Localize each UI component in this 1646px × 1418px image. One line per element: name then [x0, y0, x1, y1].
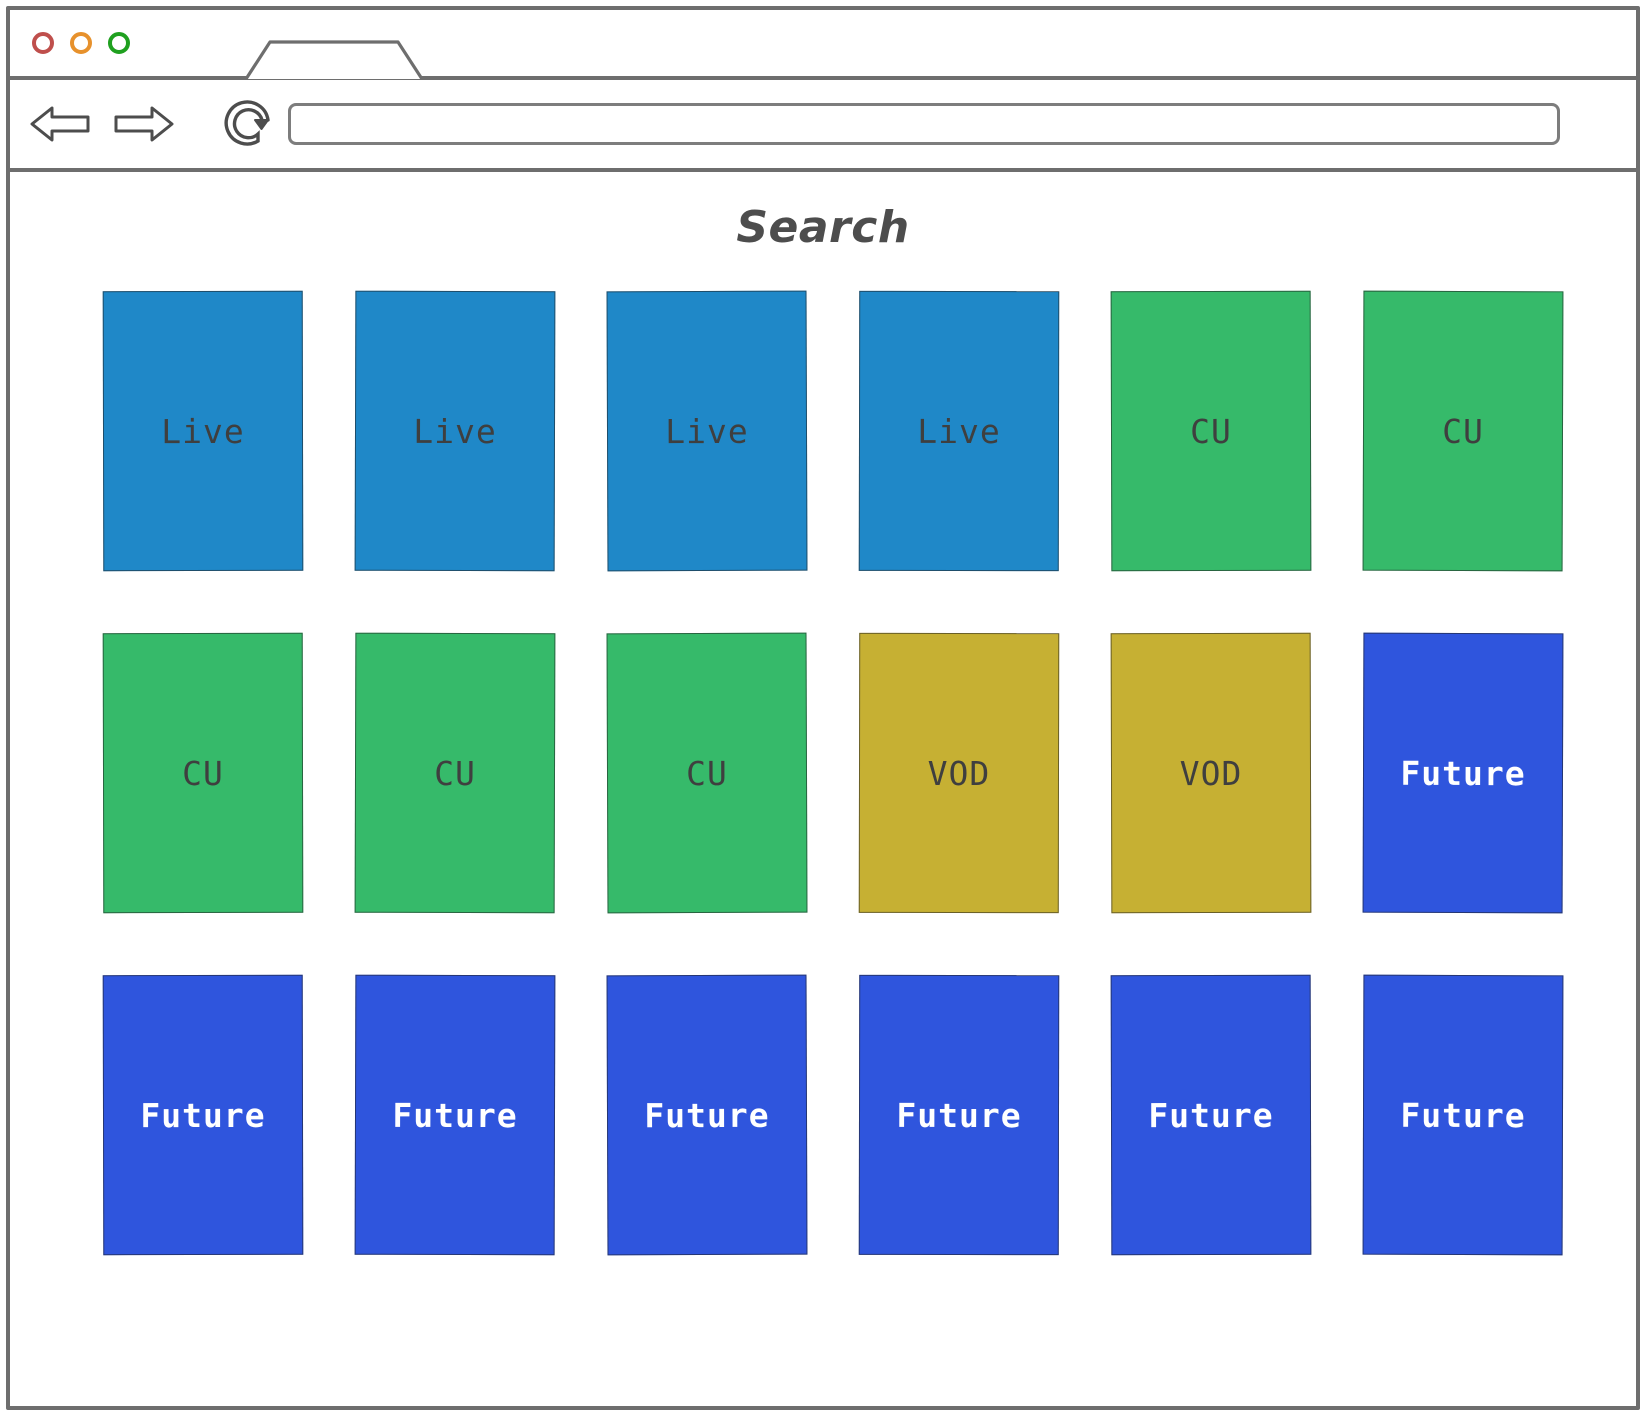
url-input[interactable]: [288, 103, 1560, 145]
result-tile-label: Live: [665, 411, 749, 451]
forward-arrow-icon[interactable]: [108, 100, 180, 148]
result-tile-cu[interactable]: CU: [354, 632, 556, 914]
minimize-window-icon[interactable]: [70, 32, 92, 54]
result-tile-future[interactable]: Future: [858, 974, 1060, 1256]
result-tile-cu[interactable]: CU: [1110, 290, 1312, 572]
result-tile-label: VOD: [927, 753, 991, 793]
result-tile-label: Future: [644, 1095, 770, 1135]
result-tile-label: CU: [434, 753, 476, 793]
result-tile-label: Future: [1400, 753, 1526, 793]
window-controls: [32, 32, 130, 54]
result-tile-label: Future: [896, 1095, 1022, 1135]
result-tile-cu[interactable]: CU: [606, 632, 808, 914]
result-tile-label: Live: [917, 411, 1001, 451]
page-viewport: Search Live Live Live Live CU CU CU CU C…: [10, 172, 1636, 1402]
result-tile-future[interactable]: Future: [354, 974, 556, 1256]
browser-tab[interactable]: [244, 38, 424, 80]
result-tile-label: Future: [1400, 1095, 1526, 1135]
result-tile-label: VOD: [1179, 753, 1243, 793]
result-tile-label: CU: [182, 753, 224, 793]
result-tile-label: Future: [1148, 1095, 1274, 1135]
result-tile-live[interactable]: Live: [606, 290, 808, 572]
reload-button[interactable]: [224, 96, 280, 152]
browser-titlebar: [10, 10, 1636, 80]
result-tile-future[interactable]: Future: [606, 974, 808, 1256]
result-tile-label: Live: [161, 411, 245, 451]
browser-window: Search Live Live Live Live CU CU CU CU C…: [6, 6, 1640, 1410]
result-tile-live[interactable]: Live: [354, 290, 556, 572]
back-arrow-icon[interactable]: [24, 100, 96, 148]
result-tile-live[interactable]: Live: [858, 290, 1060, 572]
browser-toolbar: [10, 80, 1636, 172]
navigation-buttons: [24, 100, 180, 148]
close-window-icon[interactable]: [32, 32, 54, 54]
result-tile-label: Future: [392, 1095, 518, 1135]
result-tile-label: Live: [413, 411, 497, 451]
result-tile-future[interactable]: Future: [102, 974, 304, 1256]
maximize-window-icon[interactable]: [108, 32, 130, 54]
result-tile-cu[interactable]: CU: [102, 632, 304, 914]
result-tile-cu[interactable]: CU: [1362, 290, 1564, 572]
result-tile-future[interactable]: Future: [1110, 974, 1312, 1256]
result-tile-vod[interactable]: VOD: [1110, 632, 1312, 914]
page-title: Search: [736, 202, 910, 253]
result-tile-future[interactable]: Future: [1362, 974, 1564, 1256]
result-tile-vod[interactable]: VOD: [858, 632, 1060, 914]
result-tile-label: CU: [1442, 411, 1484, 451]
result-tile-label: Future: [140, 1095, 266, 1135]
result-tile-live[interactable]: Live: [102, 290, 304, 572]
reload-icon: [224, 100, 270, 146]
search-results-grid: Live Live Live Live CU CU CU CU CU VOD V…: [91, 290, 1564, 1256]
result-tile-label: CU: [686, 753, 728, 793]
result-tile-label: CU: [1190, 411, 1232, 451]
result-tile-future[interactable]: Future: [1362, 632, 1564, 914]
